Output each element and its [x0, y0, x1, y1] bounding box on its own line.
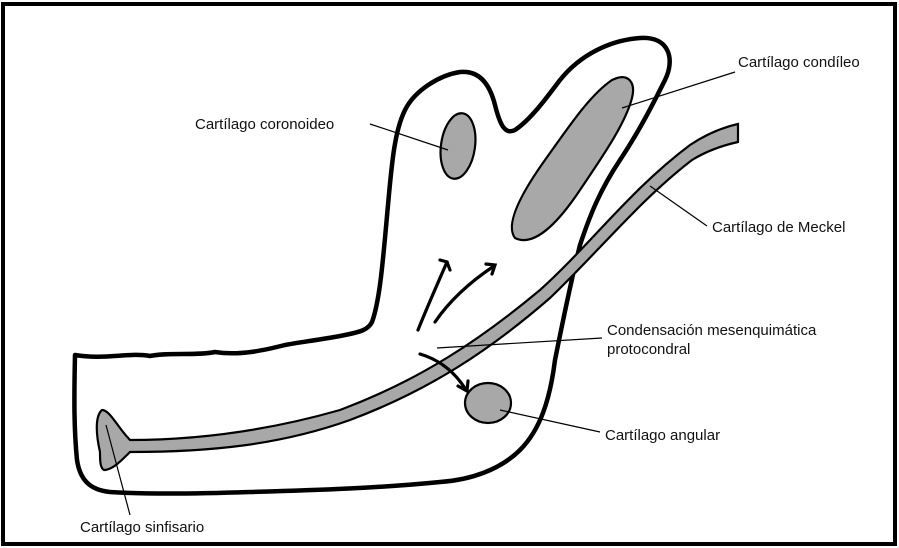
- label-condensation-line2: protocondral: [607, 341, 690, 358]
- label-symphyseal: Cartílago sinfisario: [80, 519, 204, 536]
- label-condensation-line1: Condensación mesenquimática: [607, 322, 817, 339]
- label-condylar: Cartílago condíleo: [738, 54, 860, 71]
- leader-condensation: [437, 338, 602, 348]
- coronoid-cartilage: [437, 111, 480, 181]
- figure-frame: [3, 4, 895, 544]
- arrow-up-1: [418, 262, 447, 330]
- arrow-up-2: [435, 266, 494, 322]
- leader-coronoid: [370, 124, 448, 150]
- leader-angular: [500, 410, 600, 432]
- leader-condylar: [622, 72, 735, 108]
- angular-cartilage: [465, 383, 511, 423]
- leader-meckel: [650, 186, 707, 226]
- meckel-cartilage: [97, 124, 738, 470]
- label-angular: Cartílago angular: [605, 427, 720, 444]
- label-coronoid: Cartílago coronoideo: [195, 116, 334, 133]
- label-meckel: Cartílago de Meckel: [712, 219, 845, 236]
